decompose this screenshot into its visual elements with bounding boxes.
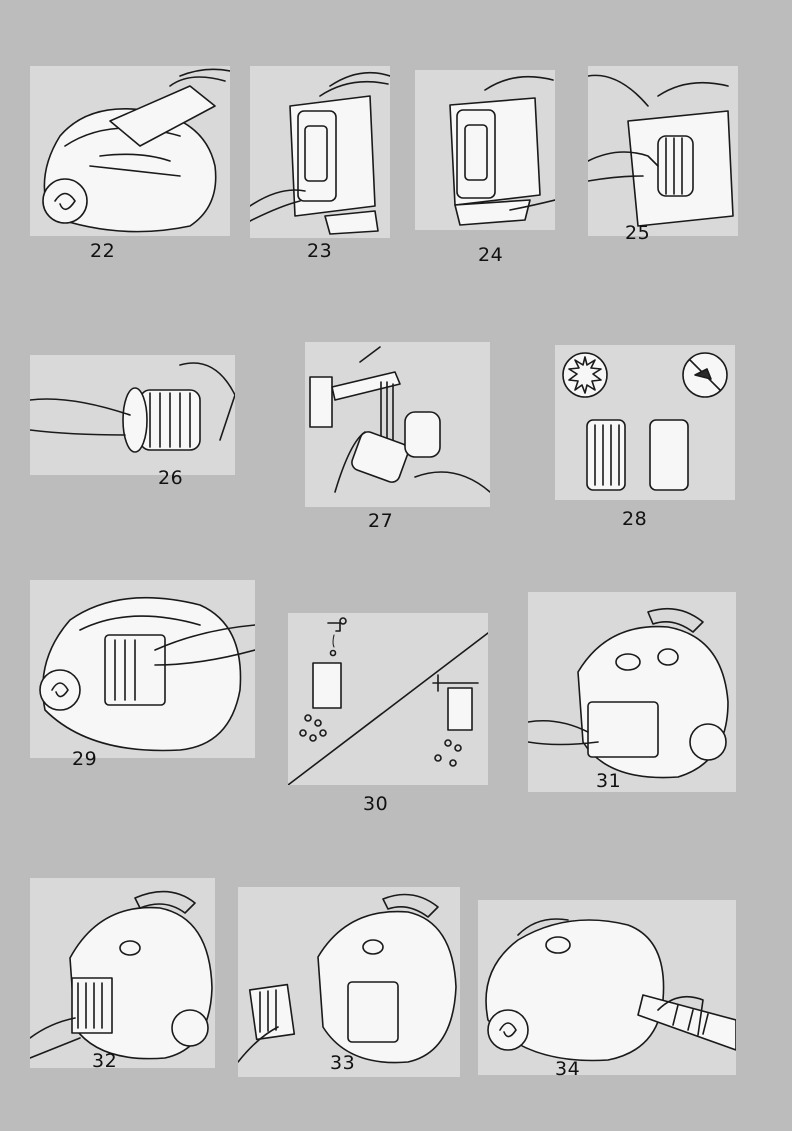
step-number-24: 24 [478, 244, 504, 266]
illustration-step-34 [478, 900, 736, 1075]
illustration-step-22 [30, 66, 230, 236]
dry-filter-no-dryer-drawing [562, 352, 728, 491]
illustration-step-24 [415, 70, 555, 230]
remove-hepa-filter-drawing [30, 890, 213, 1060]
illustration-step-33 [238, 887, 460, 1077]
filter-compartment-drawing [250, 71, 390, 235]
illustration-step-25 [588, 66, 738, 236]
step-number-33: 33 [330, 1052, 356, 1074]
attach-hose-drawing [485, 918, 736, 1062]
illustration-step-30 [288, 613, 488, 785]
rinse-filter-under-tap-drawing [309, 346, 490, 493]
illustration-step-28 [555, 345, 735, 500]
step-number-27: 27 [368, 510, 394, 532]
wash-and-dry-sponge-filter-drawing [288, 617, 488, 785]
open-exhaust-grille-drawing [528, 607, 729, 779]
illustration-step-32 [30, 878, 215, 1068]
step-number-25: 25 [625, 222, 651, 244]
step-number-32: 32 [92, 1050, 118, 1072]
step-number-26: 26 [158, 467, 184, 489]
step-number-31: 31 [596, 770, 622, 792]
remove-motor-filter-drawing [39, 596, 255, 752]
step-number-30: 30 [363, 793, 389, 815]
illustration-step-29 [30, 580, 255, 758]
illustration-step-26 [30, 355, 235, 475]
disassemble-filter-drawing [30, 362, 235, 453]
filter-cover-open-drawing [449, 75, 555, 226]
remove-filter-drawing [588, 74, 734, 227]
step-number-34: 34 [555, 1058, 581, 1080]
step-number-29: 29 [72, 748, 98, 770]
vacuum-lid-open-drawing [42, 68, 230, 233]
illustration-step-23 [250, 66, 390, 238]
replace-hepa-filter-drawing [238, 893, 457, 1064]
illustration-step-31 [528, 592, 736, 792]
step-number-22: 22 [90, 240, 116, 262]
step-number-23: 23 [307, 240, 333, 262]
step-number-28: 28 [622, 508, 648, 530]
illustration-step-27 [305, 342, 490, 507]
